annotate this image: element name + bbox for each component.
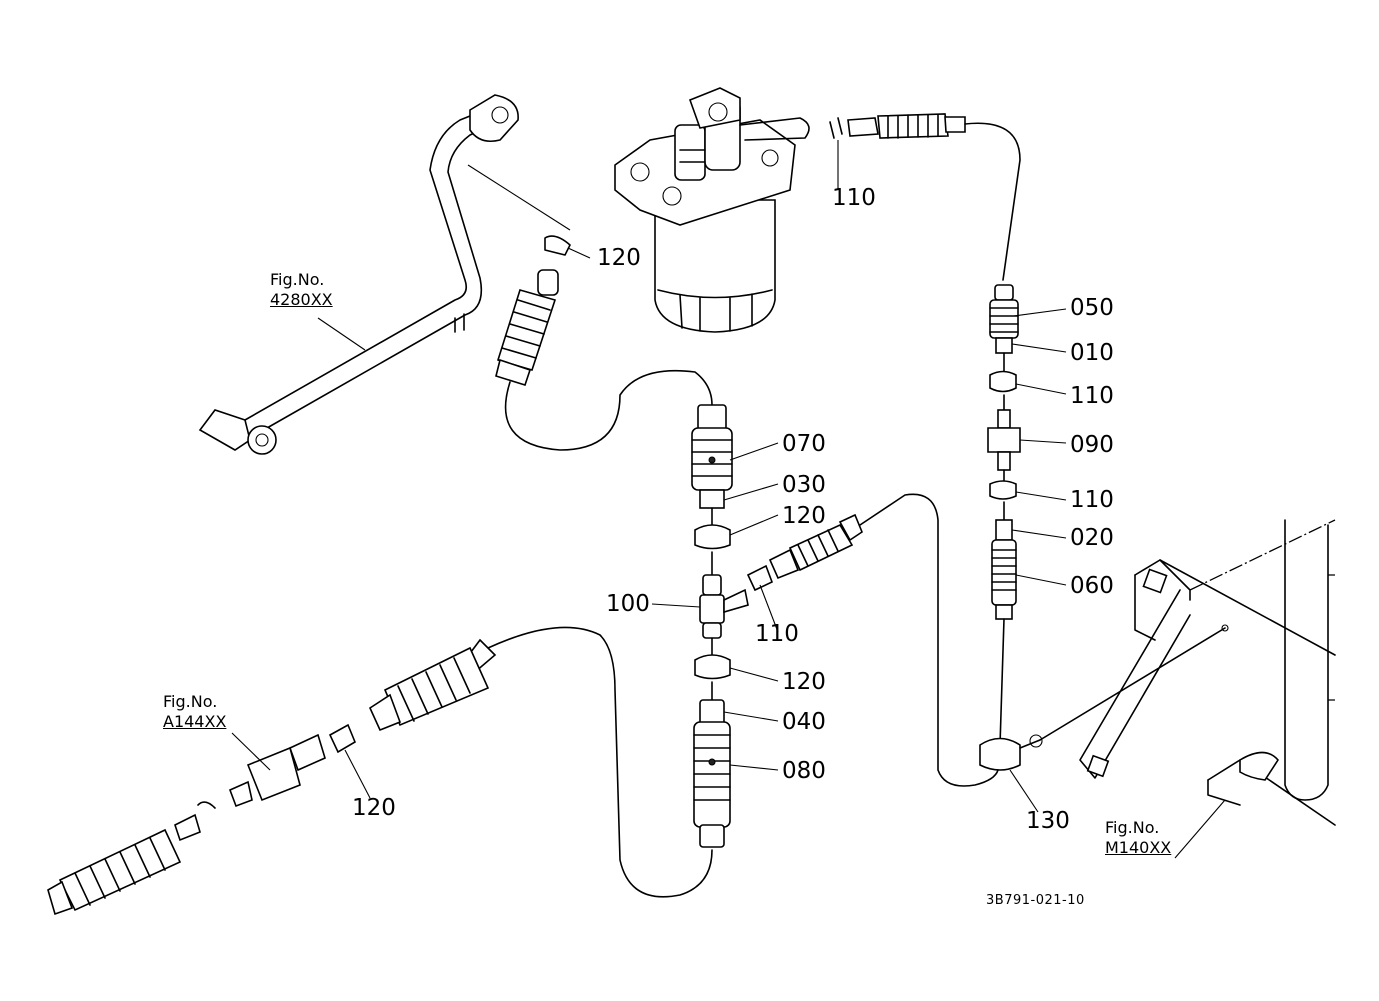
left-hose (495, 235, 713, 451)
center-hose-chain (691, 404, 749, 848)
fig-ref-m140xx: Fig.No. M140XX (1105, 818, 1171, 858)
part-label: 120 (597, 245, 641, 271)
lower-left-hose (47, 626, 713, 916)
part-label: 120 (782, 669, 826, 695)
part-label: 120 (782, 503, 826, 529)
fuel-filter-assembly (614, 87, 810, 333)
part-label: 100 (606, 591, 650, 617)
leader-lines (231, 140, 1226, 859)
part-label: 040 (782, 709, 826, 735)
fig-ref-number: A144XX (163, 712, 227, 731)
drawing-code: 3B791-021-10 (986, 893, 1085, 908)
fig-ref-title: Fig.No. (270, 270, 325, 289)
part-label: 060 (1070, 573, 1114, 599)
part-label: 020 (1070, 525, 1114, 551)
fig-ref-a144xx: Fig.No. A144XX (163, 692, 226, 732)
part-label: 110 (1070, 487, 1114, 513)
part-label: 070 (782, 431, 826, 457)
fig-ref-number: 4280XX (270, 290, 333, 309)
part-label: 080 (782, 758, 826, 784)
branch-hose (746, 493, 999, 787)
right-hose-chain (979, 284, 1226, 771)
part-label: 130 (1026, 808, 1070, 834)
part-label: 110 (832, 185, 876, 211)
part-label: 010 (1070, 340, 1114, 366)
part-label: 110 (755, 621, 799, 647)
fig-ref-title: Fig.No. (1105, 818, 1160, 837)
part-label: 090 (1070, 432, 1114, 458)
part-label: 030 (782, 472, 826, 498)
top-hose (829, 113, 1021, 281)
fig-ref-4280xx: Fig.No. 4280XX (270, 270, 333, 310)
frame-structure (1079, 519, 1336, 826)
part-label: 120 (352, 795, 396, 821)
part-label: 050 (1070, 295, 1114, 321)
left-fuel-pipe (198, 94, 571, 455)
part-label: 110 (1070, 383, 1114, 409)
fig-ref-number: M140XX (1105, 838, 1172, 857)
fig-ref-title: Fig.No. (163, 692, 218, 711)
